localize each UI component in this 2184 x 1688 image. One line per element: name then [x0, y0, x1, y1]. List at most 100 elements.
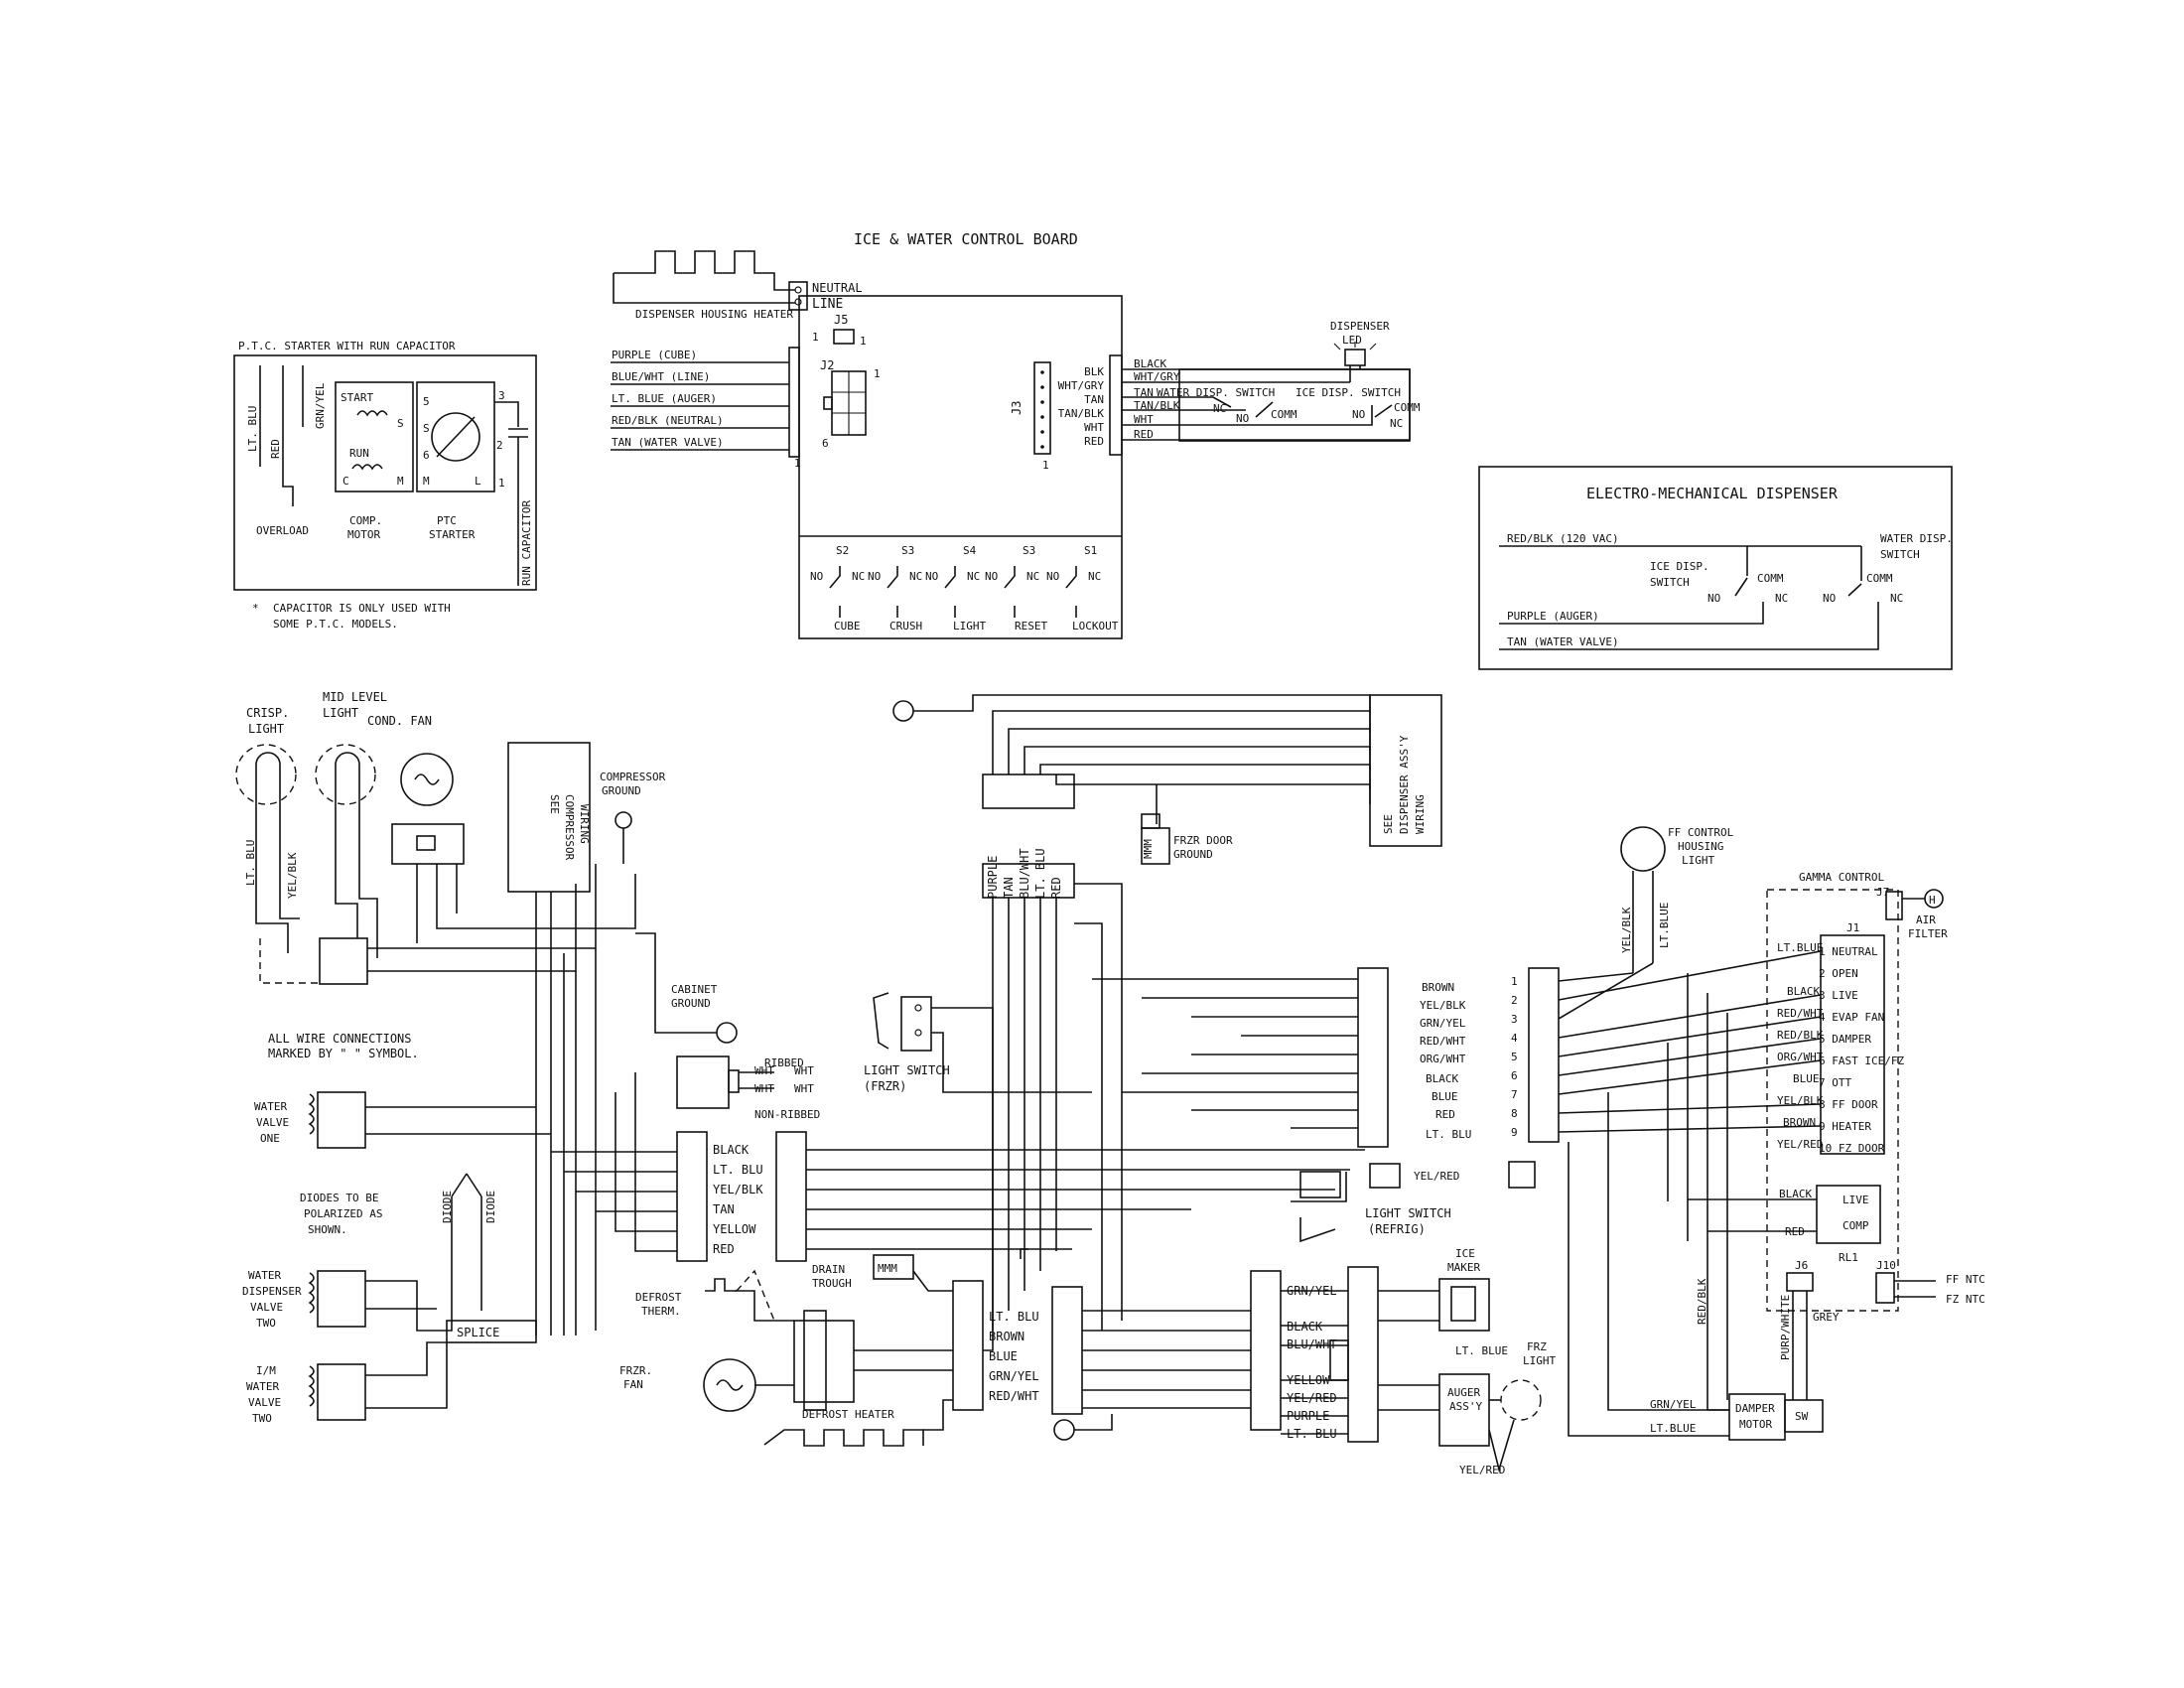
ptc-red: RED — [269, 439, 282, 459]
see-dispenser-2: DISPENSER ASS'Y — [1398, 735, 1411, 834]
center-connector-left — [676, 1131, 708, 1262]
pin-blk: BLK — [1084, 365, 1104, 378]
j7-label: J7 — [1876, 886, 1889, 899]
rl1-comp: COMP — [1843, 1219, 1869, 1232]
gp-7: 7 — [1511, 1088, 1518, 1101]
motor-c: C — [342, 475, 349, 488]
drain-mmm: MMM — [878, 1262, 897, 1275]
board-switches: S2 S3 S4 S3 S1 CUBE CRUSH LIGHT RESET LO… — [810, 544, 1119, 633]
s1-no: NO — [1046, 570, 1059, 583]
ptc-grn-yel: GRN/YEL — [314, 382, 327, 429]
water-dispenser-valve-two — [317, 1270, 366, 1328]
fz-ntc-label: FZ NTC — [1946, 1293, 1985, 1306]
wl-red-blk: RED/BLK — [1777, 1029, 1824, 1042]
diodes-note-3: SHOWN. — [308, 1223, 347, 1236]
frzr-fan-2: FAN — [623, 1378, 643, 1391]
im-water-valve-two — [317, 1363, 366, 1421]
j1-heater: 9 HEATER — [1819, 1120, 1871, 1133]
ice-comm: COMM — [1394, 401, 1421, 414]
ribbed-connector — [676, 1055, 730, 1109]
water-nc: NC — [1213, 402, 1226, 415]
wire-blue-wht-line: BLUE/WHT (LINE) — [612, 370, 710, 383]
rl1-relay — [1816, 1185, 1881, 1244]
wire-wht: WHT — [1134, 413, 1154, 426]
auger-label-2: ASS'Y — [1449, 1400, 1482, 1413]
rc-red-wht: RED/WHT — [1420, 1035, 1466, 1048]
mc-black: BLACK — [1287, 1320, 1323, 1334]
wire-red: RED — [1134, 428, 1154, 441]
light-switch-frzr-1: LIGHT SWITCH — [864, 1063, 950, 1077]
electro-mechanical-dispenser: ELECTRO-MECHANICAL DISPENSER RED/BLK (12… — [1478, 466, 1953, 670]
gamma-black: BLACK — [1779, 1188, 1812, 1200]
j1-wire-labels: LT.BLUE BLACK RED/WHT RED/BLK ORG/WHT BL… — [1777, 941, 1824, 1151]
emd-tan: TAN (WATER VALVE) — [1507, 635, 1619, 648]
defrost-therm-2: THERM. — [641, 1305, 681, 1318]
wire-wht-gry: WHT/GRY — [1134, 370, 1180, 383]
gamma-input-pins: 1 2 3 4 5 6 7 8 9 — [1511, 975, 1518, 1139]
gp-6: 6 — [1511, 1069, 1518, 1082]
s4-nc: NC — [967, 570, 980, 583]
gamma-control-section: FF CONTROL HOUSING LIGHT YEL/BLK LT.BLUE… — [1508, 826, 1985, 1441]
switch-lockout-label: LOCKOUT — [1072, 620, 1119, 633]
wht-label-1: WHT — [754, 1064, 774, 1077]
drain-trough-1: DRAIN — [812, 1263, 845, 1276]
dv-blu-wht: BLU/WHT — [1018, 848, 1031, 899]
ptc-s: S — [423, 422, 430, 435]
wire-purple-cube: PURPLE (CUBE) — [612, 349, 697, 361]
compressor-ground-2: GROUND — [602, 784, 641, 797]
cabinet-ground-1: CABINET — [671, 983, 718, 996]
diodes-note-1: DIODES TO BE — [300, 1192, 378, 1204]
gamma-small-connector — [1508, 1161, 1536, 1189]
ptc-1: 1 — [498, 477, 505, 490]
diode-label-2: DIODE — [484, 1191, 497, 1223]
led-label-1: DISPENSER — [1330, 320, 1390, 333]
splice-label: SPLICE — [457, 1326, 499, 1339]
gp-4: 4 — [1511, 1032, 1518, 1045]
ice-maker-2: MAKER — [1447, 1261, 1480, 1274]
icwb-left-wires: PURPLE (CUBE) BLUE/WHT (LINE) LT. BLUE (… — [611, 349, 789, 451]
im-wv-3: VALVE — [248, 1396, 281, 1409]
s2-nc: NC — [852, 570, 865, 583]
run-label: RUN — [349, 447, 369, 460]
line-label: LINE — [812, 297, 843, 312]
wv-one-3: ONE — [260, 1132, 280, 1145]
control-board-outline — [798, 295, 1123, 639]
j1-pin-labels: 1 NEUTRAL 2 OPEN 3 LIVE 4 EVAP FAN 5 DAM… — [1819, 945, 1904, 1155]
wdv-two-3: VALVE — [250, 1301, 283, 1314]
cc-yellow: YELLOW — [713, 1222, 756, 1236]
defrost-heater-connector — [793, 1320, 855, 1403]
wire-black: BLACK — [1134, 357, 1166, 370]
rl1-live: LIVE — [1843, 1194, 1869, 1206]
hc-brown: BROWN — [989, 1330, 1024, 1343]
ff-ntc-label: FF NTC — [1946, 1273, 1985, 1286]
bottom-left-connector — [1051, 1286, 1083, 1415]
all-wire-note-2: MARKED BY " " SYMBOL. — [268, 1047, 419, 1060]
ff-control-2: HOUSING — [1678, 840, 1723, 853]
note-star: * — [252, 602, 259, 615]
wire-tan-blk: TAN/BLK — [1134, 399, 1180, 412]
j3-label: J3 — [1010, 401, 1024, 415]
wv-one-2: VALVE — [256, 1116, 289, 1129]
center-color-labels: BLACK LT. BLU YEL/BLK TAN YELLOW RED — [713, 1143, 763, 1256]
ice-maker-1: ICE — [1455, 1247, 1475, 1260]
light-connector — [319, 937, 368, 985]
j1-ff-door: 8 FF DOOR — [1819, 1098, 1878, 1111]
emd-ice-switch-2: SWITCH — [1650, 576, 1690, 589]
rc-org-wht: ORG/WHT — [1420, 1053, 1466, 1065]
rc-blue: BLUE — [1432, 1090, 1458, 1103]
compressor-ground-1: COMPRESSOR — [600, 771, 666, 783]
j3-connector — [1033, 361, 1051, 455]
heater-color-labels: LT. BLU BROWN BLUE GRN/YEL RED/WHT — [989, 1310, 1039, 1403]
s4-no: NO — [925, 570, 938, 583]
see-dispenser-3: WIRING — [1414, 794, 1427, 834]
emd-water-switch-1: WATER DISP. — [1880, 532, 1953, 545]
cc-red: RED — [713, 1242, 735, 1256]
motor-m: M — [397, 475, 404, 488]
switch-s3-crush: S3 — [901, 544, 914, 557]
wdv-two-4: TWO — [256, 1317, 276, 1330]
sw-box — [1784, 1399, 1824, 1433]
ptc-lt-blu: LT. BLU — [246, 406, 259, 452]
ptc-6: 6 — [423, 449, 430, 462]
switch-s1: S1 — [1084, 544, 1097, 557]
s2-no: NO — [810, 570, 823, 583]
